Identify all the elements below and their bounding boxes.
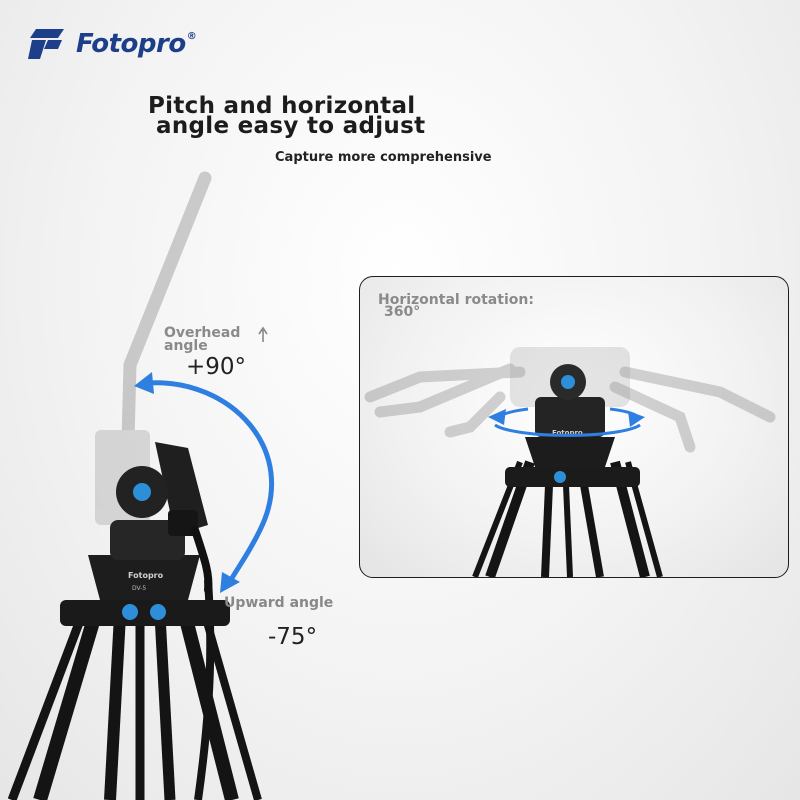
rotation-arrow-left-icon bbox=[488, 409, 506, 425]
inset-fluid-head bbox=[535, 397, 605, 437]
leg-lock-knob-icon-2 bbox=[150, 604, 166, 620]
leg-lock-knob-icon bbox=[122, 604, 138, 620]
horizontal-rotation-value: 360° bbox=[384, 304, 421, 320]
inset-head-brand-text: Fotopro bbox=[552, 429, 583, 437]
brand-name: Fotopro® bbox=[76, 29, 197, 59]
headline-line-2: angle easy to adjust bbox=[156, 113, 426, 139]
inset-spider bbox=[505, 467, 640, 487]
fotopro-logo-icon bbox=[28, 29, 64, 59]
horizontal-rotation-label: Horizontal rotation: bbox=[378, 292, 534, 308]
bowl-base bbox=[88, 555, 200, 600]
head-model-text: DV-5 bbox=[132, 585, 146, 592]
overhead-angle-value: +90° bbox=[186, 354, 247, 380]
inset-pan-knob-icon bbox=[561, 375, 575, 389]
pitch-arrow-head-top bbox=[134, 372, 154, 394]
overhead-angle-label: Overhead angle bbox=[164, 325, 241, 354]
pitch-arrow-head-bottom bbox=[220, 572, 240, 593]
fluid-head-base bbox=[110, 520, 185, 560]
headline-line-1: Pitch and horizontal bbox=[148, 93, 416, 119]
fluid-head bbox=[116, 442, 208, 536]
pan-tilt-knob-icon bbox=[133, 483, 151, 501]
tripod-spider bbox=[60, 600, 230, 626]
inset-tripod-illustration: Fotopro bbox=[364, 347, 776, 577]
upward-angle-value: -75° bbox=[268, 624, 318, 650]
horizontal-rotation-inset: Fotopro bbox=[359, 276, 789, 578]
brand-logo: Fotopro® bbox=[28, 26, 218, 62]
rotation-arrow-right-icon bbox=[628, 411, 645, 427]
inset-knob-icon bbox=[554, 471, 566, 483]
head-brand-text: Fotopro bbox=[128, 571, 164, 580]
ghost-handles bbox=[364, 363, 776, 453]
pan-handle bbox=[191, 526, 213, 594]
inset-bowl bbox=[525, 437, 615, 467]
small-up-arrow-icon bbox=[258, 326, 268, 342]
upward-angle-label: Upward angle bbox=[224, 595, 334, 611]
subheadline: Capture more comprehensive bbox=[275, 150, 492, 165]
pitch-arc-arrow bbox=[145, 380, 274, 588]
